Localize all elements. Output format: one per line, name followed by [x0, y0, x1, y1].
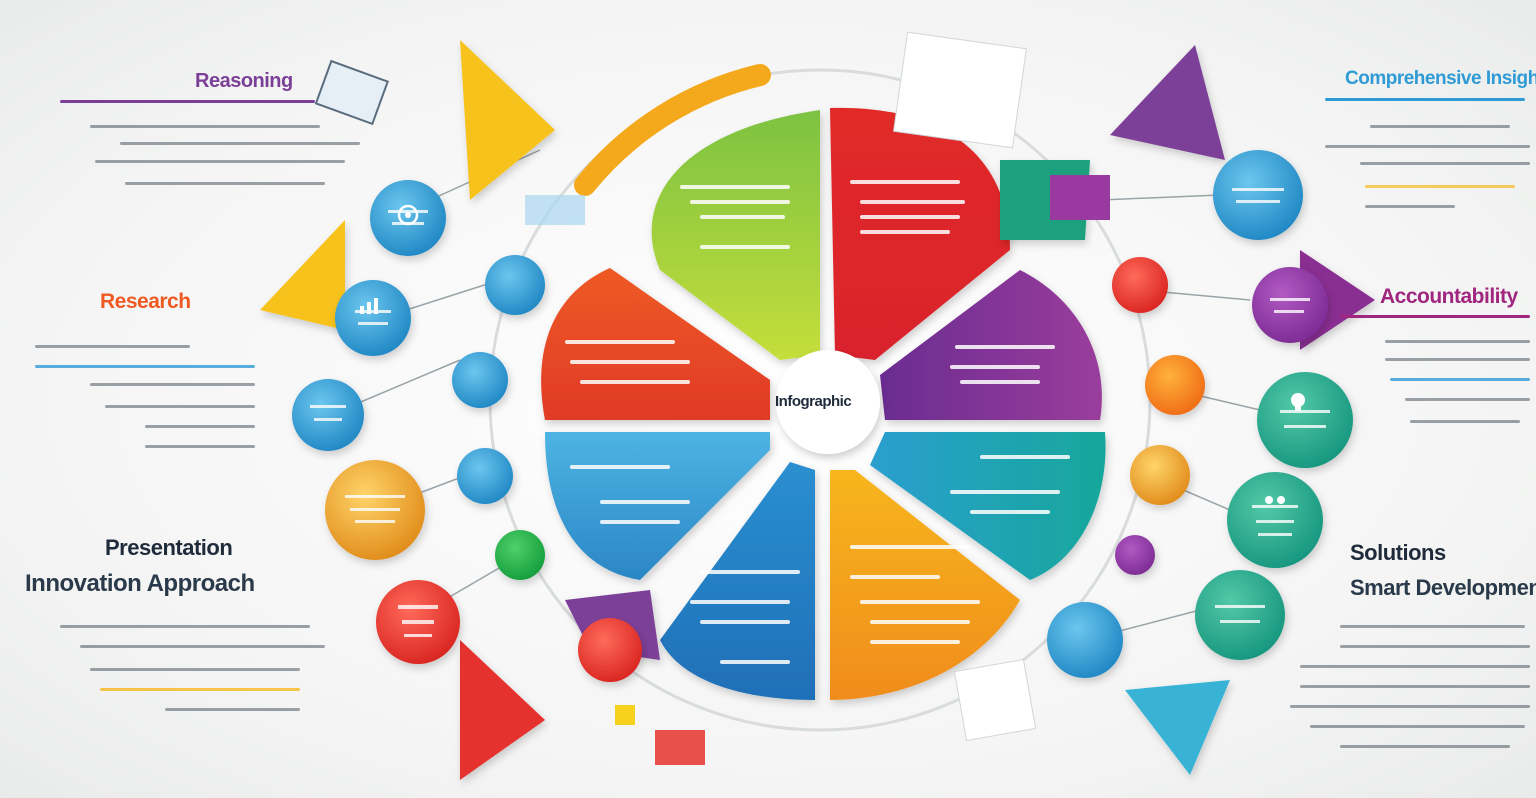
text-line: [1410, 420, 1520, 423]
bubble-small-gold: [1130, 445, 1190, 505]
gear-icon: [397, 204, 419, 226]
petal-teal: [870, 432, 1106, 580]
bubble-blue-3: [292, 379, 364, 451]
text-line: [35, 365, 255, 368]
bubble-small-green: [495, 530, 545, 580]
bubble-small-purple: [1115, 535, 1155, 575]
top-left-heading: Reasoning: [195, 70, 293, 92]
text-line: [1300, 685, 1530, 688]
text-line: [1360, 162, 1530, 165]
text-line: [80, 645, 325, 648]
top-left-underline: [60, 100, 315, 103]
bubble-right-purple: [1252, 267, 1328, 343]
text-line: [120, 142, 360, 145]
text-line: [90, 125, 320, 128]
tablet-decor: [314, 59, 389, 126]
text-line: [1385, 340, 1530, 343]
text-line: [90, 668, 300, 671]
orange-arc: [574, 64, 771, 196]
text-line: [105, 405, 255, 408]
bubble-small-blue-right: [1047, 602, 1123, 678]
text-line: [1340, 625, 1525, 628]
center-hub: [776, 350, 880, 454]
right-underline: [1340, 315, 1530, 318]
square-red-decor: [655, 730, 705, 765]
top-right-underline: [1325, 98, 1525, 101]
text-line: [1385, 358, 1530, 361]
bottom-left-heading-1: Presentation: [105, 535, 233, 560]
text-line: [145, 425, 255, 428]
chart-icon: [360, 298, 378, 314]
text-line: [100, 688, 300, 691]
text-line: [90, 383, 255, 386]
square-yellow-decor: [615, 705, 635, 725]
text-line: [165, 708, 300, 711]
right-heading: Accountability: [1380, 285, 1518, 308]
text-line: [1390, 378, 1530, 381]
text-line: [125, 182, 325, 185]
bubble-right-teal-1: [1257, 372, 1353, 468]
lightbulb-icon: [1291, 393, 1305, 411]
text-line: [145, 445, 255, 448]
palette-card-decor: [893, 31, 1027, 149]
bubble-blue-2: [335, 280, 411, 356]
text-line: [1340, 745, 1510, 748]
bubble-small-orange: [1145, 355, 1205, 415]
triangle-blue-bottom: [1125, 680, 1230, 775]
bubble-small-red: [578, 618, 642, 682]
triangle-yellow-left: [260, 220, 345, 330]
triangle-yellow-top: [460, 40, 555, 200]
bottom-right-heading-2: Smart Development: [1350, 575, 1536, 600]
bottom-right-heading-1: Solutions: [1350, 540, 1446, 565]
text-line: [1290, 705, 1530, 708]
bubble-text-lines: [310, 188, 1330, 637]
text-line: [1325, 145, 1530, 148]
center-label: Infographic: [775, 393, 852, 410]
petal-text-lines: [565, 180, 1070, 664]
palette-card-decor-2: [953, 658, 1037, 742]
bubble-small-blue-3: [457, 448, 513, 504]
triangle-red-bottom: [460, 640, 545, 780]
text-line: [60, 625, 310, 628]
text-line: [1365, 185, 1515, 188]
text-line: [1310, 725, 1525, 728]
text-line: [35, 345, 190, 348]
text-line: [1365, 205, 1455, 208]
left-heading: Research: [100, 290, 191, 313]
text-line: [1300, 665, 1530, 668]
people-icon: [1265, 496, 1285, 504]
text-line: [1370, 125, 1510, 128]
petal-blue: [660, 462, 815, 700]
petal-lime: [651, 110, 820, 360]
bottom-left-heading-2: Innovation Approach: [25, 570, 255, 597]
text-line: [95, 160, 345, 163]
triangle-purple-top: [1110, 45, 1225, 160]
text-line: [1405, 398, 1530, 401]
top-right-heading: Comprehensive Insights: [1345, 68, 1536, 89]
bubble-right-teal-3: [1195, 570, 1285, 660]
bubble-small-blue-2: [452, 352, 508, 408]
bubble-small-blue-1: [485, 255, 545, 315]
text-line: [1340, 645, 1530, 648]
right-bubbles: [1047, 150, 1353, 678]
bubble-small-red-right: [1112, 257, 1168, 313]
bubble-right-blue: [1213, 150, 1303, 240]
card-decor-left: [525, 195, 585, 225]
square-purple-top: [1050, 175, 1110, 220]
